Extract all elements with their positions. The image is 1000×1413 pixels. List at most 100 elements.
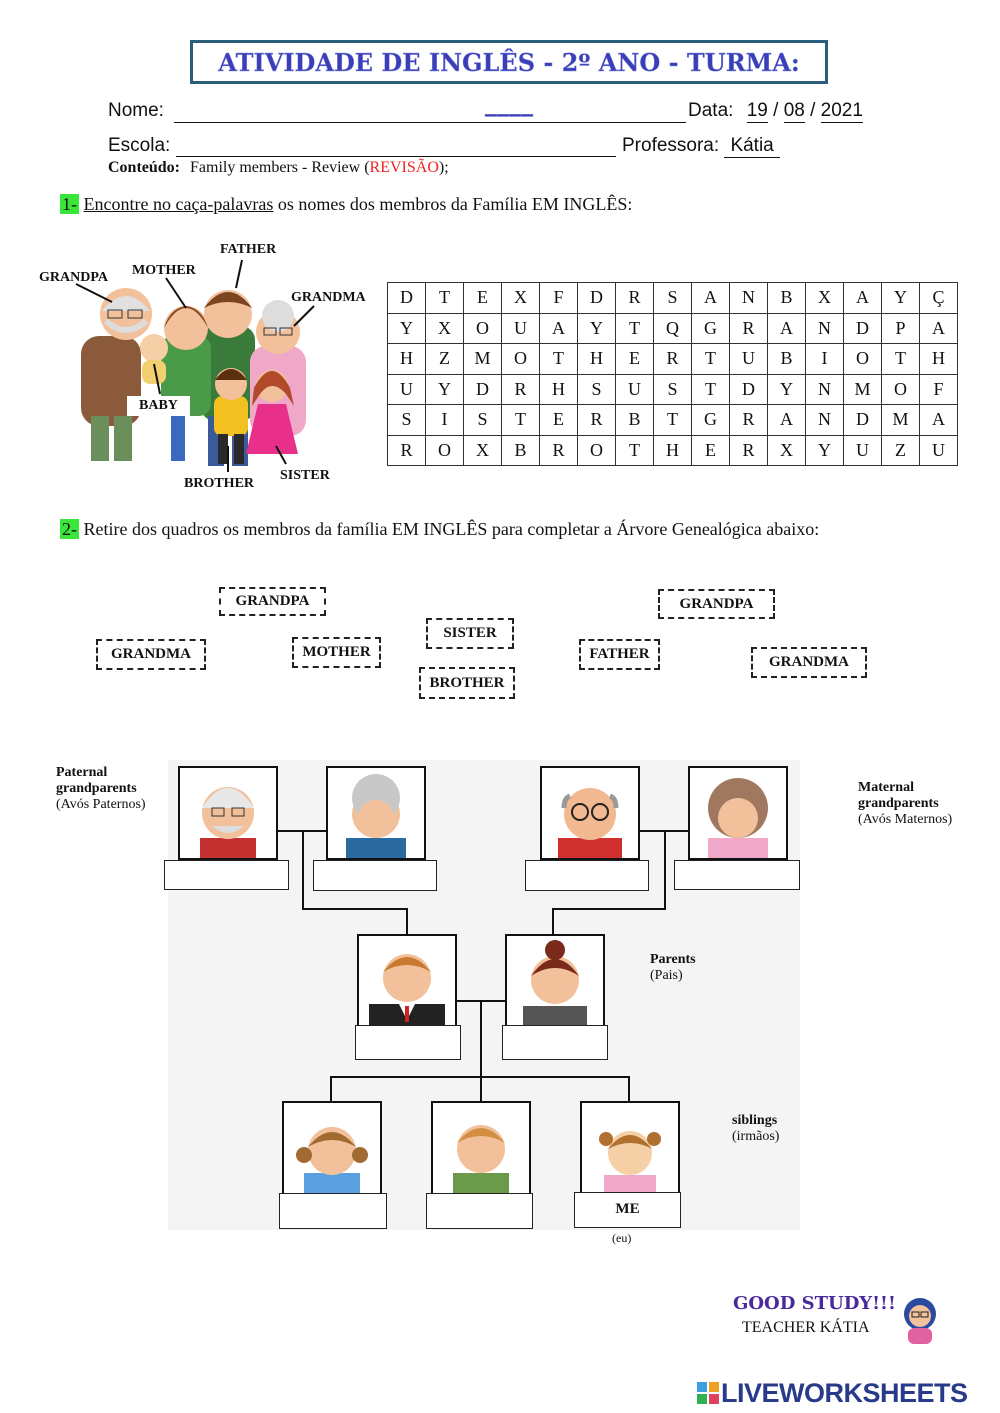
grid-cell[interactable]: F [539,282,578,314]
grid-cell[interactable]: X [463,434,502,466]
answer-maternal-grandma[interactable] [674,860,800,890]
grid-cell[interactable]: F [919,373,958,405]
grid-cell[interactable]: M [843,373,882,405]
grid-cell[interactable]: D [729,373,768,405]
grid-cell[interactable]: G [691,404,730,436]
word-bank-sister[interactable]: SISTER [426,618,514,649]
grid-cell[interactable]: U [729,343,768,375]
grid-cell[interactable]: Y [881,282,920,314]
grid-cell[interactable]: Y [425,373,464,405]
grid-cell[interactable]: B [767,343,806,375]
grid-cell[interactable]: D [463,373,502,405]
escola-field[interactable] [176,156,616,157]
grid-cell[interactable]: H [919,343,958,375]
grid-cell[interactable]: M [881,404,920,436]
grid-cell[interactable]: R [729,404,768,436]
grid-cell[interactable]: I [425,404,464,436]
grid-cell[interactable]: U [387,373,426,405]
grid-cell[interactable]: Ç [919,282,958,314]
answer-paternal-grandma[interactable] [313,860,437,891]
grid-cell[interactable]: A [919,312,958,344]
answer-maternal-grandpa[interactable] [525,860,649,891]
word-bank-father[interactable]: FATHER [579,639,660,670]
word-bank-grandma-2[interactable]: GRANDMA [751,647,867,678]
grid-cell[interactable]: N [805,404,844,436]
grid-cell[interactable]: X [425,312,464,344]
grid-cell[interactable]: X [805,282,844,314]
grid-cell[interactable]: S [577,373,616,405]
grid-cell[interactable]: O [425,434,464,466]
grid-cell[interactable]: S [653,373,692,405]
grid-cell[interactable]: Q [653,312,692,344]
grid-cell[interactable]: Z [881,434,920,466]
grid-cell[interactable]: N [805,312,844,344]
grid-cell[interactable]: X [767,434,806,466]
grid-cell[interactable]: R [501,373,540,405]
grid-cell[interactable]: H [653,434,692,466]
grid-cell[interactable]: D [843,404,882,436]
word-bank-brother[interactable]: BROTHER [419,667,515,699]
grid-cell[interactable]: O [577,434,616,466]
grid-cell[interactable]: E [539,404,578,436]
grid-cell[interactable]: T [881,343,920,375]
grid-cell[interactable]: E [463,282,502,314]
word-bank-grandpa-1[interactable]: GRANDPA [219,587,326,616]
word-bank-grandma-1[interactable]: GRANDMA [96,639,206,670]
nome-field[interactable] [174,122,686,123]
grid-cell[interactable]: R [539,434,578,466]
grid-cell[interactable]: R [729,312,768,344]
grid-cell[interactable]: D [577,282,616,314]
grid-cell[interactable]: Y [805,434,844,466]
grid-cell[interactable]: R [729,434,768,466]
grid-cell[interactable]: U [843,434,882,466]
grid-cell[interactable]: T [615,434,654,466]
grid-cell[interactable]: R [615,282,654,314]
grid-cell[interactable]: D [387,282,426,314]
grid-cell[interactable]: S [463,404,502,436]
grid-cell[interactable]: Y [577,312,616,344]
grid-cell[interactable]: A [767,312,806,344]
grid-cell[interactable]: Z [425,343,464,375]
word-bank-grandpa-2[interactable]: GRANDPA [658,589,775,619]
grid-cell[interactable]: B [767,282,806,314]
grid-cell[interactable]: B [501,434,540,466]
grid-cell[interactable]: I [805,343,844,375]
grid-cell[interactable]: O [843,343,882,375]
grid-cell[interactable]: R [387,434,426,466]
grid-cell[interactable]: A [691,282,730,314]
answer-paternal-grandpa[interactable] [164,860,289,890]
grid-cell[interactable]: Y [767,373,806,405]
grid-cell[interactable]: T [691,343,730,375]
grid-cell[interactable]: H [577,343,616,375]
answer-brother[interactable] [426,1193,533,1229]
grid-cell[interactable]: U [919,434,958,466]
answer-sister[interactable] [279,1193,387,1229]
grid-cell[interactable]: X [501,282,540,314]
grid-cell[interactable]: U [501,312,540,344]
grid-cell[interactable]: P [881,312,920,344]
grid-cell[interactable]: A [919,404,958,436]
grid-cell[interactable]: T [691,373,730,405]
grid-cell[interactable]: H [387,343,426,375]
grid-cell[interactable]: T [615,312,654,344]
grid-cell[interactable]: D [843,312,882,344]
grid-cell[interactable]: T [539,343,578,375]
grid-cell[interactable]: S [387,404,426,436]
grid-cell[interactable]: O [881,373,920,405]
grid-cell[interactable]: R [653,343,692,375]
grid-cell[interactable]: O [501,343,540,375]
grid-cell[interactable]: O [463,312,502,344]
answer-mother[interactable] [502,1025,608,1060]
grid-cell[interactable]: T [501,404,540,436]
word-bank-mother[interactable]: MOTHER [292,637,381,668]
grid-cell[interactable]: R [577,404,616,436]
grid-cell[interactable]: E [691,434,730,466]
grid-cell[interactable]: T [425,282,464,314]
grid-cell[interactable]: H [539,373,578,405]
grid-cell[interactable]: G [691,312,730,344]
grid-cell[interactable]: T [653,404,692,436]
grid-cell[interactable]: M [463,343,502,375]
grid-cell[interactable]: Y [387,312,426,344]
grid-cell[interactable]: A [539,312,578,344]
grid-cell[interactable]: U [615,373,654,405]
